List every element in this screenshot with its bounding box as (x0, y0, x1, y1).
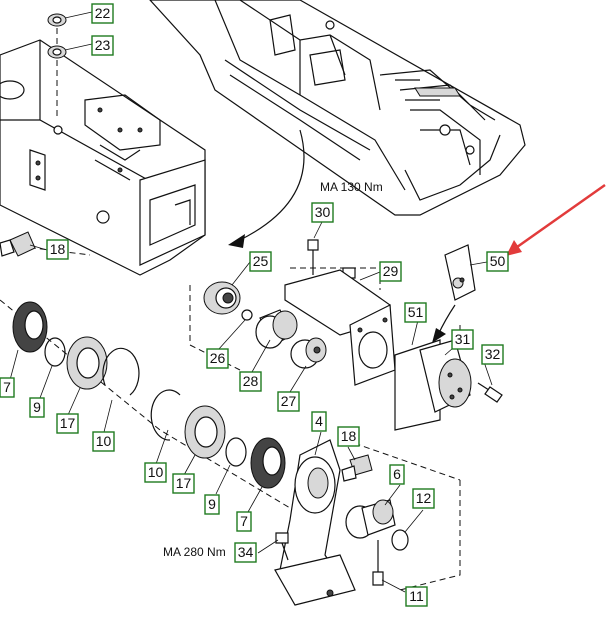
bolt-34 (275, 532, 289, 561)
callout-label: 31 (455, 331, 471, 347)
assembly-arrowhead (228, 234, 245, 248)
motor-31 (394, 339, 472, 431)
callout-label: 17 (60, 415, 76, 431)
callout-10: 10 (92, 431, 115, 452)
housing-29 (284, 269, 396, 386)
bearing-25 (203, 281, 241, 315)
callout-17: 17 (172, 473, 195, 494)
snapring-10-left (102, 347, 140, 396)
callout-11: 11 (405, 586, 428, 607)
bearing-7-mid (250, 437, 286, 489)
ring-26 (241, 309, 253, 321)
screw-32 (477, 382, 503, 403)
callout-10: 10 (144, 462, 167, 483)
callout-18: 18 (337, 426, 360, 447)
callout-label: 29 (383, 263, 399, 279)
callout-label: 18 (50, 241, 66, 257)
machine-assembly (149, 0, 526, 216)
callout-25: 25 (249, 251, 272, 272)
washer-17-mid (184, 405, 226, 459)
callout-label: 6 (393, 466, 401, 482)
ring-12 (391, 529, 409, 551)
callout-label: 28 (243, 373, 259, 389)
sensor-18-lower (341, 454, 373, 482)
callout-6: 6 (389, 464, 405, 485)
callout-27: 27 (277, 391, 300, 412)
ring-9-mid (225, 437, 247, 467)
callout-label: 26 (210, 350, 226, 366)
callout-26: 26 (206, 348, 229, 369)
pin-6 (345, 499, 396, 539)
callout-29: 29 (379, 261, 402, 282)
callout-label: 32 (485, 346, 501, 362)
hub-27 (290, 337, 327, 369)
callout-28: 28 (239, 371, 262, 392)
arm-4 (274, 439, 356, 606)
callout-7: 7 (0, 377, 15, 398)
callout-34: 34 (234, 542, 257, 563)
callout-layer: 22 23 18 25 30 29 50 51 31 32 26 28 27 7 9 17 10 10 17 9 7 4 1… (0, 3, 509, 607)
callout-4: 4 (311, 411, 327, 432)
callout-17: 17 (56, 413, 79, 434)
sleeve-28 (255, 309, 298, 349)
screw-11 (372, 540, 384, 586)
callout-label: 30 (315, 204, 331, 220)
torque-label-lower: MA 280 Nm (163, 545, 226, 559)
sensor-18-upper (0, 231, 36, 257)
callout-label: 17 (176, 475, 192, 491)
callout-9: 9 (29, 397, 45, 418)
snapring-10-mid (150, 389, 181, 441)
nut-23 (47, 45, 67, 59)
callout-label: 22 (95, 5, 111, 21)
assembly-arrow (239, 129, 305, 241)
callout-label: 12 (416, 490, 432, 506)
callout-label: 18 (341, 428, 357, 444)
callout-9: 9 (204, 494, 220, 515)
ring-9-left (44, 337, 66, 367)
bracket-50 (444, 244, 476, 301)
callout-label: 9 (33, 399, 41, 415)
callout-label: 27 (281, 393, 297, 409)
callout-label: 7 (3, 379, 11, 395)
callout-label: 9 (208, 496, 216, 512)
callout-51: 51 (404, 302, 427, 323)
callout-label: 4 (315, 413, 323, 429)
washer-17-left (66, 336, 108, 390)
callout-32: 32 (481, 344, 504, 365)
callout-label: 10 (148, 464, 164, 480)
nut-22 (47, 13, 67, 27)
callout-label: 11 (409, 588, 424, 604)
callout-label: 25 (253, 253, 269, 269)
bearing-7-left (12, 301, 48, 353)
callout-18: 18 (46, 239, 69, 260)
callout-12: 12 (412, 488, 435, 509)
callout-label: 10 (96, 433, 112, 449)
leader-lines (9, 11, 493, 593)
callout-label: 51 (408, 304, 424, 320)
highlight-arrow (506, 183, 606, 256)
callout-label: 34 (238, 544, 254, 560)
chassis-frame (0, 39, 206, 276)
callout-7: 7 (236, 511, 252, 532)
callout-label: 7 (240, 513, 248, 529)
callout-23: 23 (91, 35, 114, 56)
callout-22: 22 (91, 3, 114, 24)
callout-label: 23 (95, 37, 111, 53)
torque-label-upper: MA 130 Nm (320, 180, 383, 194)
callout-31: 31 (451, 329, 474, 350)
callout-50: 50 (486, 251, 509, 272)
callout-30: 30 (311, 202, 334, 223)
callout-label: 50 (490, 253, 506, 269)
